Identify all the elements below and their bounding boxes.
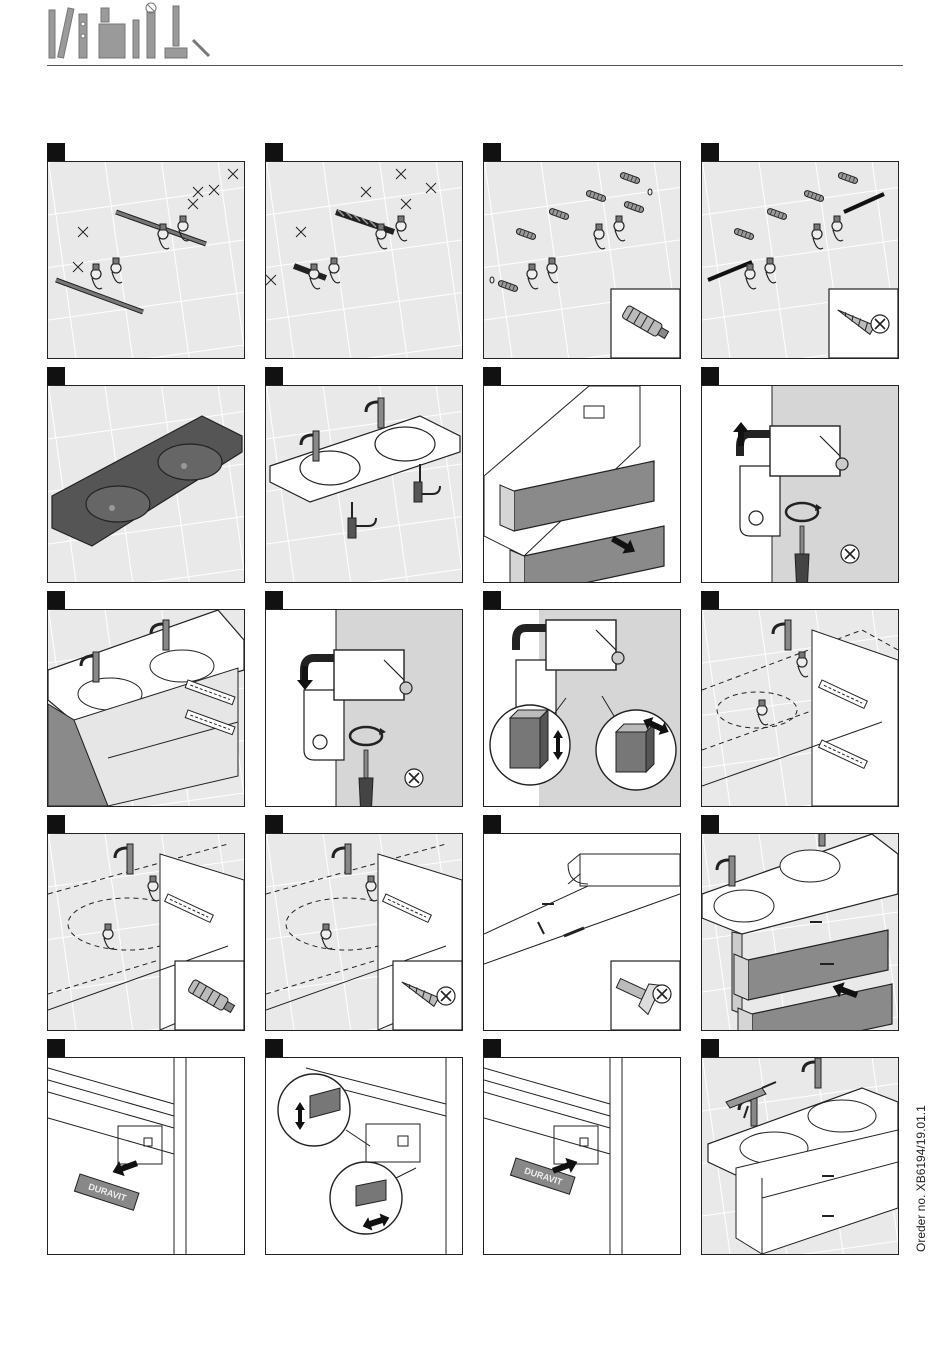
step-18-panel — [265, 1057, 463, 1255]
step-19-panel: DURAVIT — [483, 1057, 681, 1255]
step-8-marker — [701, 367, 719, 385]
step-17-marker — [47, 1039, 65, 1057]
step-6-panel — [265, 385, 463, 583]
step-16-marker — [701, 815, 719, 833]
step-12-marker — [701, 591, 719, 609]
step-3-marker — [483, 143, 501, 161]
step-9-panel — [47, 609, 245, 807]
step-2-panel — [265, 161, 463, 359]
step-3-panel — [483, 161, 681, 359]
step-10-panel — [265, 609, 463, 807]
step-14-panel — [265, 833, 463, 1031]
step-15-marker — [483, 815, 501, 833]
step-8-panel — [701, 385, 899, 583]
step-16-panel — [701, 833, 899, 1031]
step-10-marker — [265, 591, 283, 609]
step-6-marker — [265, 367, 283, 385]
step-1-panel — [47, 161, 245, 359]
step-19-marker — [483, 1039, 501, 1057]
step-17-panel: DURAVIT — [47, 1057, 245, 1255]
step-20-marker — [701, 1039, 719, 1057]
tools-logo — [47, 2, 217, 62]
step-11-marker — [483, 591, 501, 609]
step-20-panel — [701, 1057, 899, 1255]
step-1-marker — [47, 143, 65, 161]
step-12-panel — [701, 609, 899, 807]
step-18-marker — [265, 1039, 283, 1057]
step-7-marker — [483, 367, 501, 385]
step-5-panel — [47, 385, 245, 583]
header-rule — [47, 65, 903, 66]
step-7-panel — [483, 385, 681, 583]
step-15-panel — [483, 833, 681, 1031]
order-number: Oreder no. XB6194/19.01.1 — [914, 1105, 928, 1252]
step-14-marker — [265, 815, 283, 833]
step-11-panel — [483, 609, 681, 807]
step-2-marker — [265, 143, 283, 161]
step-13-marker — [47, 815, 65, 833]
step-5-marker — [47, 367, 65, 385]
step-4-panel — [701, 161, 899, 359]
step-9-marker — [47, 591, 65, 609]
step-13-panel — [47, 833, 245, 1031]
step-4-marker — [701, 143, 719, 161]
